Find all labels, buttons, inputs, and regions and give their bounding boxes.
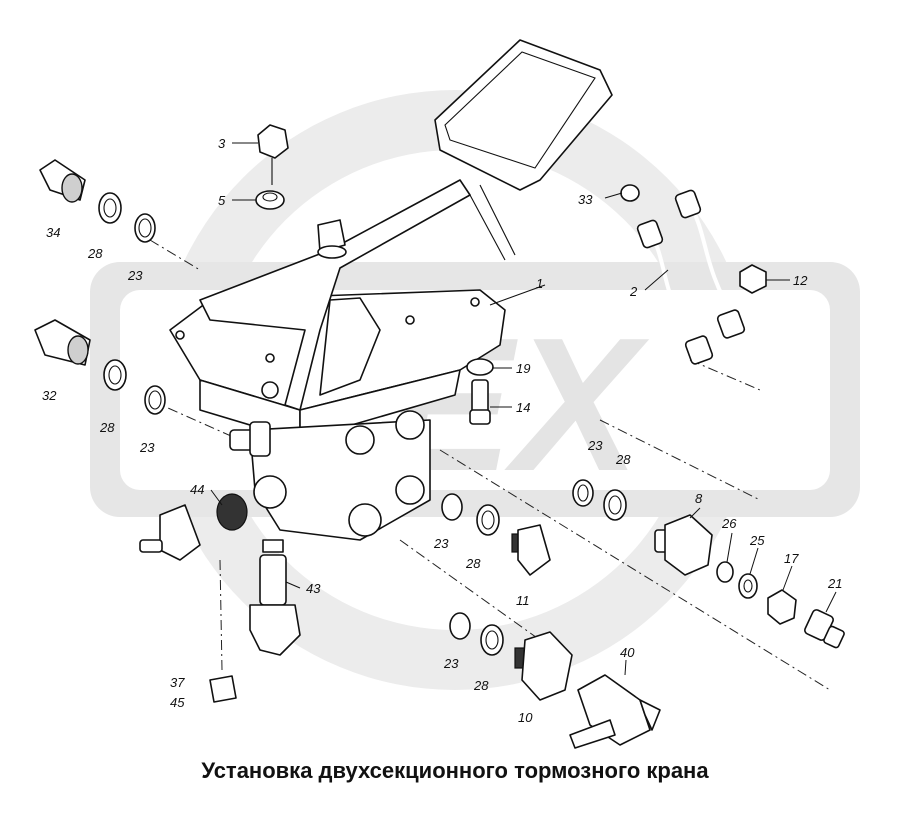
nut-17	[767, 589, 797, 625]
callout-21: 21	[827, 576, 842, 591]
filter-44	[216, 493, 248, 531]
callout-23-d: 23	[433, 536, 449, 551]
washer-23-a	[134, 213, 156, 243]
callout-28-e: 28	[473, 678, 489, 693]
callout-34: 34	[46, 225, 60, 240]
callout-28-b: 28	[99, 420, 115, 435]
sensor-stem	[229, 421, 271, 457]
figure-caption: Установка двухсекционного тормозного кра…	[201, 758, 709, 783]
callout-45: 45	[170, 695, 185, 710]
tube-2	[636, 189, 746, 365]
callout-17: 17	[784, 551, 799, 566]
fitting-34	[39, 159, 86, 203]
callout-5: 5	[218, 193, 226, 208]
washer-23-b	[144, 385, 166, 415]
callout-11: 11	[516, 593, 530, 608]
callout-33: 33	[578, 192, 593, 207]
washer-28-d	[476, 504, 500, 536]
callout-1: 1	[536, 276, 543, 291]
switch-left	[139, 504, 201, 561]
callout-3: 3	[218, 136, 226, 151]
fitting-8	[654, 514, 713, 576]
callout-28-c: 28	[615, 452, 631, 467]
callout-26: 26	[721, 516, 737, 531]
washer-25	[738, 573, 758, 599]
nut-12	[739, 264, 767, 294]
nut-3	[257, 124, 289, 185]
callout-19: 19	[516, 361, 530, 376]
washer-28-a	[98, 192, 122, 224]
callout-25: 25	[749, 533, 765, 548]
callout-2: 2	[629, 284, 638, 299]
callout-32: 32	[42, 388, 57, 403]
callout-23-b: 23	[139, 440, 155, 455]
fitting-21	[804, 609, 845, 649]
callout-28-a: 28	[87, 246, 103, 261]
callout-37: 37	[170, 675, 185, 690]
callout-44: 44	[190, 482, 204, 497]
cap-37-45	[209, 675, 237, 703]
callout-23-e: 23	[443, 656, 459, 671]
cap-knob	[317, 219, 347, 259]
brake-pedal	[199, 39, 613, 411]
callout-12: 12	[793, 273, 808, 288]
washer-26	[716, 561, 734, 583]
callout-43: 43	[306, 581, 321, 596]
callout-14: 14	[516, 400, 530, 415]
callout-23-a: 23	[127, 268, 143, 283]
leader-lines	[210, 142, 837, 676]
sensor-43	[249, 539, 301, 656]
washer-23-c	[572, 479, 594, 507]
fitting-10	[514, 631, 573, 701]
washer-28-e	[480, 624, 504, 656]
washer-23-e	[449, 612, 471, 640]
washer-23-d	[441, 493, 463, 521]
callout-28-d: 28	[465, 556, 481, 571]
assembly-axes	[149, 239, 831, 691]
washer-28-b	[103, 359, 127, 391]
washer-33	[620, 184, 640, 202]
washer-5	[255, 190, 285, 210]
fitting-32	[34, 319, 91, 366]
callouts: 3 5 1 2 12 33 19 14 34 28 23 32 28 23 44…	[42, 136, 842, 725]
washer-28-c	[603, 489, 627, 521]
valve-40	[569, 674, 661, 749]
callout-23-c: 23	[587, 438, 603, 453]
plug-11	[511, 524, 551, 576]
bolt-14-washer-19	[466, 358, 494, 425]
callout-8: 8	[695, 491, 703, 506]
callout-10: 10	[518, 710, 533, 725]
callout-40: 40	[620, 645, 635, 660]
